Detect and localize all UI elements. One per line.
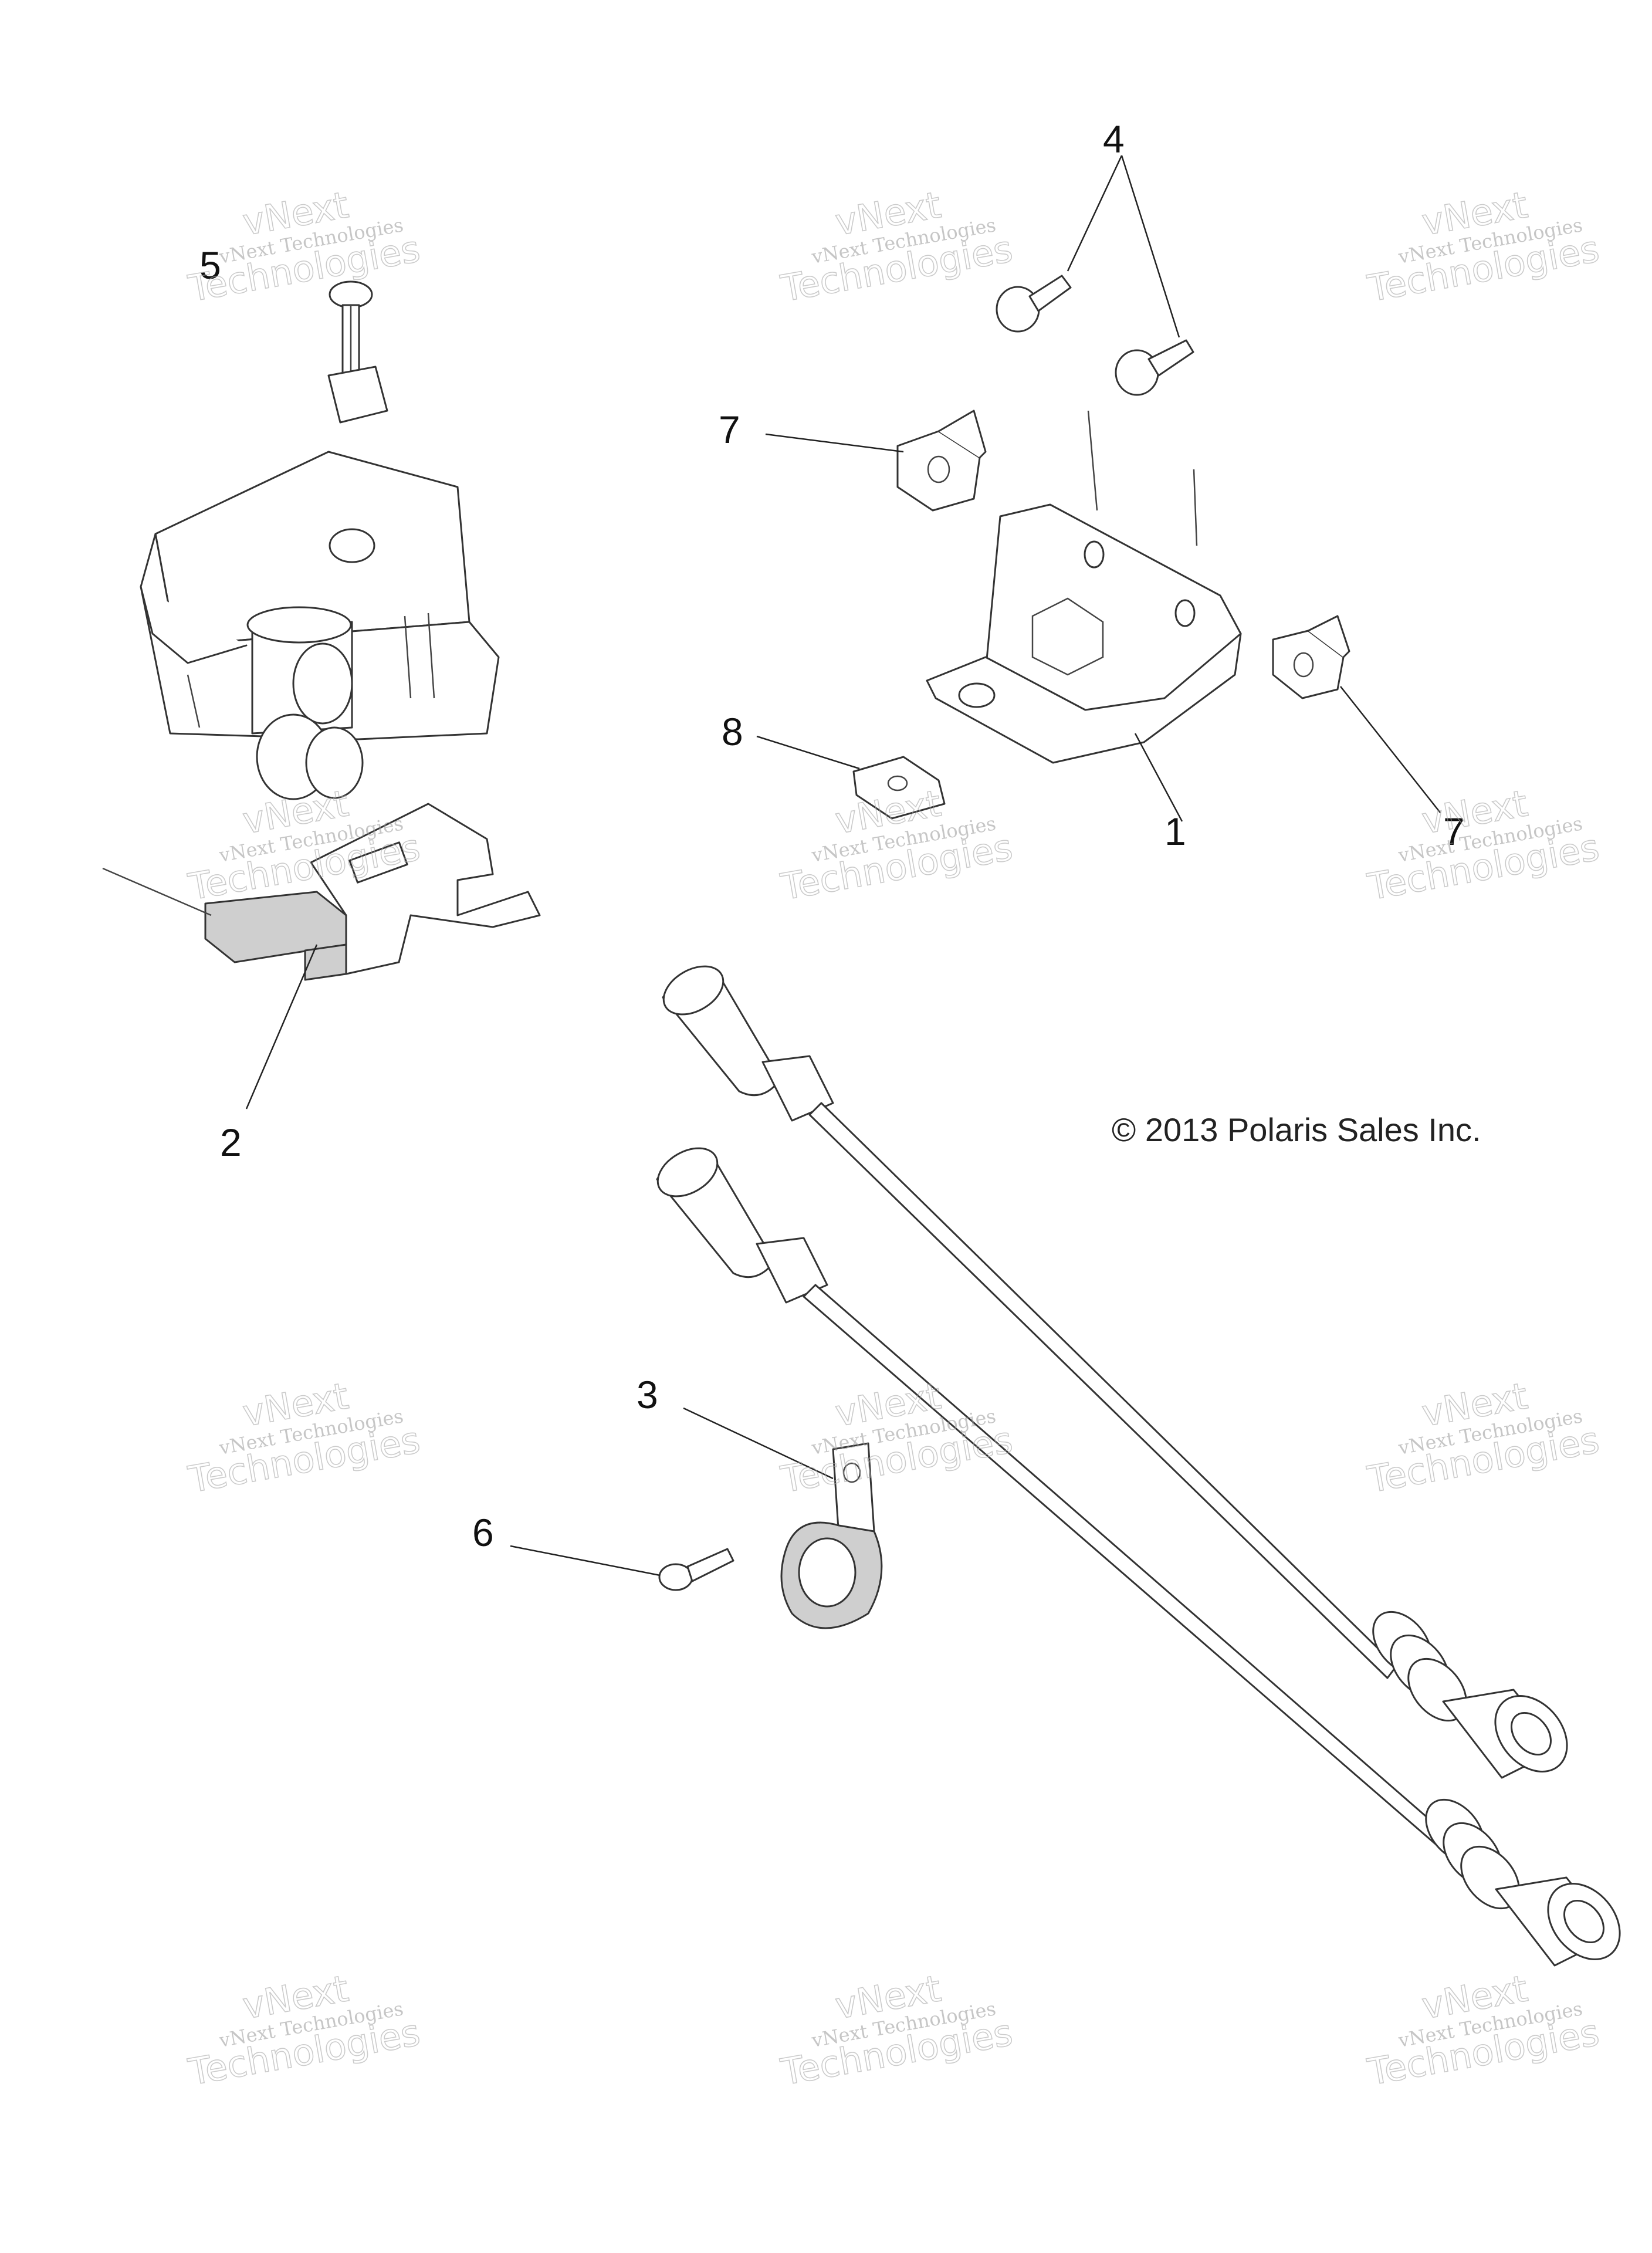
callout-2: 2 (220, 1121, 242, 1164)
callout-5: 5 (199, 243, 221, 287)
copyright-text: © 2013 Polaris Sales Inc. (1112, 1111, 1481, 1148)
callout-1: 1 (1164, 810, 1186, 853)
part-2-bracket (102, 803, 541, 1109)
callout-8: 8 (722, 710, 743, 753)
watermark-bottom-center: vNext vNext Technologies Technologies (777, 1967, 1016, 2095)
part-4-bolts (996, 155, 1198, 546)
watermark-lower-right: vNext vNext Technologies Technologies (1364, 1374, 1603, 1502)
watermark-mid-left: vNext vNext Technologies Technologies (185, 782, 424, 909)
watermark-bottom-right: vNext vNext Technologies Technologies (1364, 1967, 1603, 2095)
callout-4: 4 (1103, 117, 1125, 161)
ignition-coil (140, 366, 500, 800)
watermark-top-right: vNext vNext Technologies Technologies (1364, 183, 1603, 311)
callout-7b: 7 (1443, 810, 1465, 853)
part-7-clip-nut-b (1272, 615, 1441, 813)
watermark-lower-left: vNext vNext Technologies Technologies (185, 1374, 424, 1502)
callout-6: 6 (472, 1511, 494, 1554)
watermark-top-left: vNext vNext Technologies Technologies (185, 183, 424, 311)
callout-7a: 7 (719, 408, 740, 451)
watermark-mid-right: vNext vNext Technologies Technologies (1364, 782, 1603, 909)
callout-3: 3 (637, 1373, 658, 1416)
part-7-clip-nut-a (765, 410, 987, 512)
part-8-speed-nut (756, 735, 946, 820)
watermark-mid-center: vNext vNext Technologies Technologies (777, 782, 1016, 909)
watermark-bottom-left: vNext vNext Technologies Technologies (185, 1967, 424, 2095)
part-1-mount-bracket (926, 503, 1242, 822)
watermark-lower-center: vNext vNext Technologies Technologies (777, 1374, 1016, 1502)
part-6-flange-bolt (510, 1545, 734, 1591)
cable-assembly (656, 965, 1621, 1967)
part-3-p-clamp (683, 1407, 883, 1629)
watermark-top-center: vNext vNext Technologies Technologies (777, 183, 1016, 311)
